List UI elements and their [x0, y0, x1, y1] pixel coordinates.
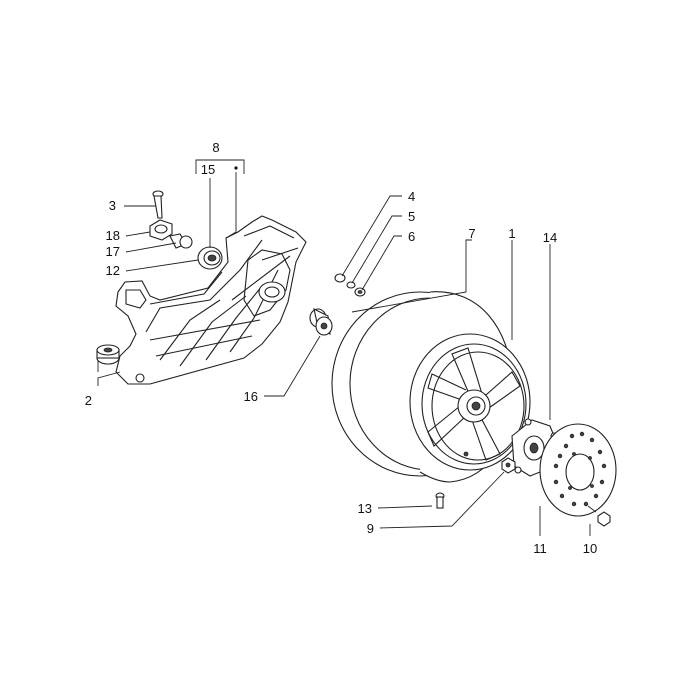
callout-11: 11	[533, 541, 547, 556]
callout-13: 13	[358, 501, 372, 516]
bearing	[197, 246, 223, 270]
callout-7: 7	[468, 226, 475, 241]
washer-set	[334, 273, 366, 297]
callout-10: 10	[583, 541, 597, 556]
nut	[149, 219, 173, 241]
spacer-bush	[309, 307, 333, 336]
callout-16: 16	[244, 389, 258, 404]
spacer	[169, 233, 193, 249]
callout-labels: 8 15 3 18 17 12 2 16 4 5 6 7 1 14 13 9 1…	[85, 140, 597, 556]
callout-4: 4	[408, 189, 415, 204]
leader-lines	[97, 159, 591, 536]
rear-wheel	[331, 291, 531, 483]
valve-screw	[435, 492, 445, 509]
callout-17: 17	[106, 244, 120, 259]
callout-6: 6	[408, 229, 415, 244]
rubber-bushing	[96, 344, 120, 365]
callout-5: 5	[408, 209, 415, 224]
callout-12: 12	[106, 263, 120, 278]
callout-3: 3	[109, 198, 116, 213]
disc-screw	[587, 505, 611, 527]
callout-18: 18	[106, 228, 120, 243]
callout-2: 2	[85, 393, 92, 408]
callout-15: 15	[201, 162, 215, 177]
callout-9: 9	[367, 521, 374, 536]
callout-14: 14	[543, 230, 557, 245]
brake-disc	[539, 423, 617, 517]
callout-8: 8	[212, 140, 219, 155]
hub-nut	[501, 457, 516, 474]
screw	[152, 190, 164, 219]
swing-arm-bracket	[115, 215, 307, 385]
callout-1: 1	[508, 226, 515, 241]
